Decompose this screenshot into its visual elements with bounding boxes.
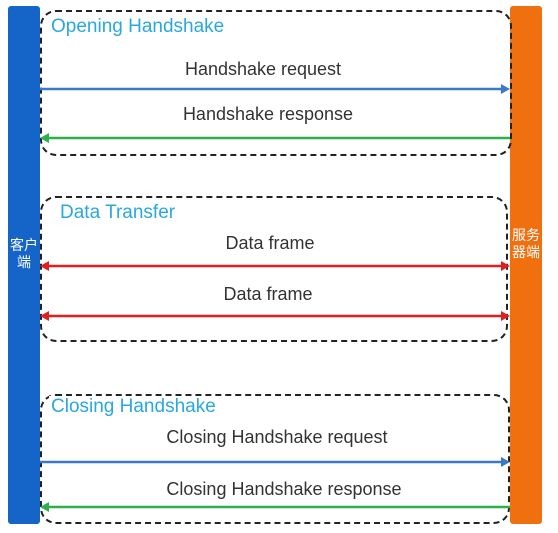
arrowhead-right [501, 311, 510, 321]
client-label: 客户端 [10, 238, 38, 271]
arrowhead-left [40, 261, 49, 271]
client-lifeline-bar: 客户端 [8, 6, 40, 524]
opening-handshake-box [40, 10, 512, 156]
closing-handshake-box [40, 394, 510, 524]
message-label-closing-request: Closing Handshake request [166, 427, 388, 447]
message-label-closing-response: Closing Handshake response [166, 479, 402, 499]
message-label-data-frame-1: Data frame [225, 233, 315, 253]
message-label-handshake-response: Handshake response [182, 104, 354, 124]
phase-title-closing: Closing Handshake [49, 396, 218, 418]
arrowhead-right [501, 457, 510, 467]
server-lifeline-bar: 服务器端 [510, 6, 542, 524]
arrowhead-left [40, 311, 49, 321]
message-label-handshake-request: Handshake request [184, 59, 342, 79]
message-label-data-frame-2: Data frame [223, 284, 313, 304]
arrowhead-right [501, 84, 510, 94]
server-label: 服务器端 [512, 228, 540, 261]
arrowhead-left [40, 133, 49, 143]
data-transfer-box [40, 196, 508, 342]
arrowhead-left [40, 502, 49, 512]
phase-title-opening: Opening Handshake [49, 16, 227, 38]
arrowhead-right [501, 261, 510, 271]
phase-title-data-transfer: Data Transfer [58, 202, 178, 224]
